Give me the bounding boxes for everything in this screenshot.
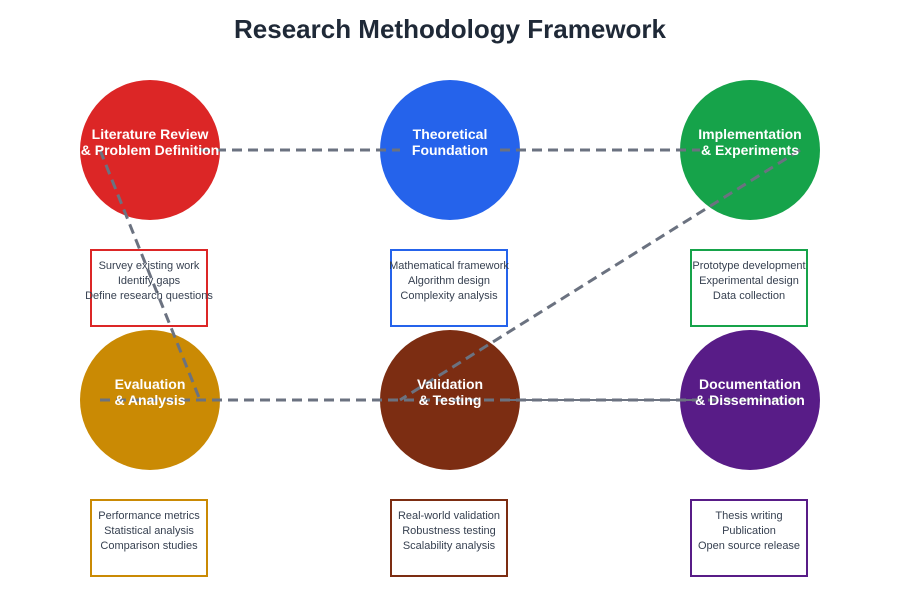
stage-label: Implementation & Experiments (698, 126, 802, 158)
detail-item: Publication (722, 525, 776, 537)
stage-circle (680, 80, 820, 220)
connector-line (399, 148, 801, 402)
detail-item: Mathematical framework (389, 260, 509, 272)
detail-item: Performance metrics (98, 510, 200, 522)
detail-item: Algorithm design (408, 275, 490, 287)
stage-label: Theoretical Foundation (411, 126, 489, 158)
detail-item: Statistical analysis (104, 525, 194, 537)
stage-label: Validation & Testing (416, 376, 484, 408)
detail-item: Thesis writing (715, 510, 783, 522)
detail-item: Real-world validation (397, 510, 501, 522)
stage-label: Evaluation & Analysis (114, 376, 186, 408)
stage-label: Documentation & Dissemination (695, 376, 805, 408)
detail-item: Robustness testing (402, 525, 496, 537)
detail-item: Complexity analysis (400, 290, 498, 302)
detail-item: Scalability analysis (402, 540, 496, 552)
detail-item: Prototype development (692, 260, 806, 272)
stage-circle (380, 330, 520, 470)
detail-item: Survey existing work (98, 260, 200, 272)
detail-item: Data collection (712, 290, 786, 302)
connector-line (98, 149, 202, 401)
stage-label: Literature Review & Problem Definition (80, 126, 220, 158)
detail-item: Experimental design (699, 275, 799, 287)
stage-circle (380, 80, 520, 220)
detail-item: Open source release (697, 540, 801, 552)
detail-item: Identify gaps (117, 275, 181, 287)
detail-item: Comparison studies (100, 540, 198, 552)
diagram-title: Research Methodology Framework (234, 14, 666, 44)
detail-item: Define research questions (85, 290, 213, 302)
